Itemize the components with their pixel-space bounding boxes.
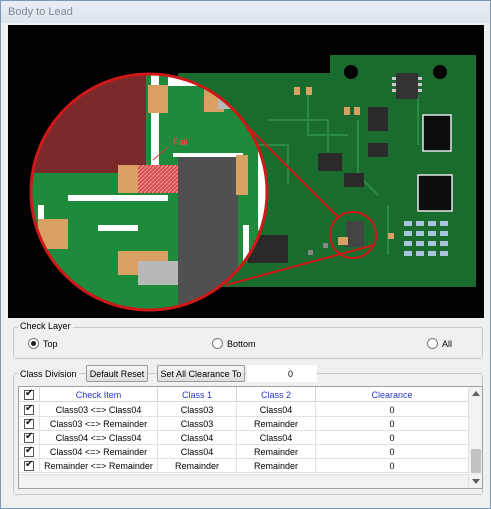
cell-clearance[interactable]: 0 (316, 403, 469, 417)
header-checkbox-cell[interactable] (19, 387, 40, 402)
pcb-viewer[interactable]: Fail (8, 25, 484, 318)
header-check-item[interactable]: Check Item (40, 387, 158, 402)
check-layer-group (13, 327, 483, 359)
cell-class2: Class04 (237, 431, 316, 445)
row-checkbox[interactable] (24, 459, 34, 471)
window-title: Body to Lead (8, 6, 73, 18)
radio-bottom[interactable]: Bottom (212, 338, 256, 349)
default-reset-button[interactable]: Default Reset (86, 365, 148, 382)
radio-top-circle[interactable] (28, 338, 39, 349)
cell-class1: Remainder (158, 459, 237, 473)
mount-hole (344, 65, 358, 79)
cell-class1: Class03 (158, 403, 237, 417)
cell-class1: Class03 (158, 417, 237, 431)
cell-check-item: Class03 <=> Class04 (40, 403, 158, 417)
cell-class2: Remainder (237, 459, 316, 473)
cell-check-item: Class04 <=> Remainder (40, 445, 158, 459)
set-all-clearance-button[interactable]: Set All Clearance To (157, 365, 245, 382)
scroll-down-icon[interactable] (472, 479, 480, 484)
mount-hole (433, 65, 447, 79)
grid-vertical-scrollbar[interactable] (468, 387, 482, 488)
ic-chip (396, 73, 418, 99)
scroll-up-icon[interactable] (472, 391, 480, 396)
header-class1[interactable]: Class 1 (158, 387, 237, 402)
connector (417, 174, 453, 212)
cell-class2: Remainder (237, 417, 316, 431)
row-checkbox[interactable] (24, 417, 34, 429)
scroll-thumb[interactable] (471, 449, 481, 473)
clearance-grid[interactable]: Check Item Class 1 Class 2 Clearance Cla… (18, 386, 483, 489)
cell-class2: Remainder (237, 445, 316, 459)
radio-all-circle[interactable] (427, 338, 438, 349)
clearance-value-input[interactable]: 0 (247, 365, 317, 382)
cell-clearance[interactable]: 0 (316, 445, 469, 459)
radio-all-label: All (442, 338, 453, 349)
cell-clearance[interactable]: 0 (316, 417, 469, 431)
cell-class2: Class04 (237, 403, 316, 417)
check-layer-legend: Check Layer (18, 321, 73, 331)
row-checkbox[interactable] (24, 403, 34, 415)
title-bar: Body to Lead (1, 1, 490, 23)
row-checkbox[interactable] (24, 445, 34, 457)
grid-horizontal-scrollbar[interactable] (19, 474, 468, 488)
radio-top-label: Top (43, 338, 58, 349)
radio-bottom-circle[interactable] (212, 338, 223, 349)
cell-check-item: Remainder <=> Remainder (40, 459, 158, 473)
table-row[interactable]: Class04 <=> Remainder Class04 Remainder … (19, 445, 469, 459)
table-row[interactable]: Class03 <=> Remainder Class03 Remainder … (19, 417, 469, 431)
row-checkbox[interactable] (24, 431, 34, 443)
table-row[interactable]: Class03 <=> Class04 Class03 Class04 0 (19, 403, 469, 417)
fail-label: Fail (173, 137, 188, 147)
cell-check-item: Class04 <=> Class04 (40, 431, 158, 445)
connector (422, 114, 452, 152)
select-all-checkbox[interactable] (24, 388, 34, 400)
cell-check-item: Class03 <=> Remainder (40, 417, 158, 431)
header-class2[interactable]: Class 2 (237, 387, 316, 402)
cell-class1: Class04 (158, 445, 237, 459)
pcb-render: Fail (29, 55, 476, 312)
cell-clearance[interactable]: 0 (316, 459, 469, 473)
radio-top[interactable]: Top (28, 338, 58, 349)
table-row[interactable]: Class04 <=> Class04 Class04 Class04 0 (19, 431, 469, 445)
table-row[interactable]: Remainder <=> Remainder Remainder Remain… (19, 459, 469, 473)
magnifier-ring (29, 72, 269, 312)
radio-bottom-label: Bottom (227, 338, 256, 349)
radio-all[interactable]: All (427, 338, 452, 349)
cell-class1: Class04 (158, 431, 237, 445)
header-clearance[interactable]: Clearance (316, 387, 469, 402)
cell-clearance[interactable]: 0 (316, 431, 469, 445)
class-division-legend: Class Division (18, 369, 79, 379)
grid-header: Check Item Class 1 Class 2 Clearance (19, 387, 469, 402)
